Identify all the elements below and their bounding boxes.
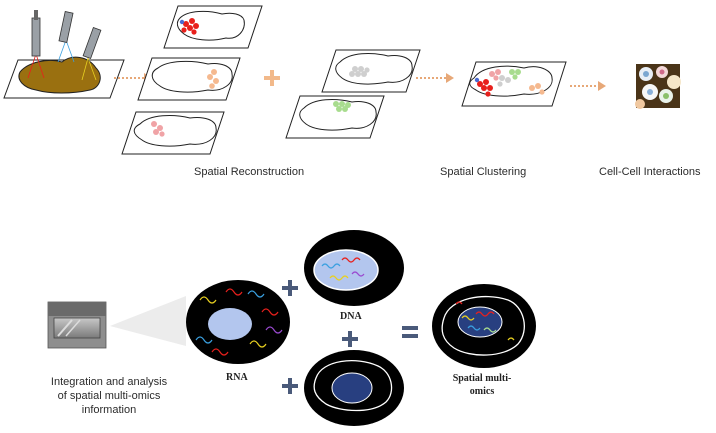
plus-sign-top xyxy=(264,70,280,86)
cell-interaction-image xyxy=(635,64,681,109)
label-spatial-clustering: Spatial Clustering xyxy=(440,166,527,178)
equals-sign xyxy=(402,326,418,338)
tissue-slide xyxy=(3,10,125,99)
projection-cone xyxy=(110,296,186,346)
spatial-multiomics-cell xyxy=(432,284,536,368)
arrow-to-clustering xyxy=(416,73,454,83)
arrow-to-interactions xyxy=(570,81,606,91)
reconstruction-panel-red xyxy=(163,5,263,49)
clustering-panel xyxy=(461,61,567,107)
plus-sign-2 xyxy=(342,331,358,347)
plus-sign-3 xyxy=(282,378,298,394)
label-rna: RNA xyxy=(226,372,248,383)
sequencer-machine-icon xyxy=(47,301,107,349)
label-integration-line1: Integration and analysis xyxy=(50,376,168,388)
label-cell-cell-interactions: Cell-Cell Interactions xyxy=(599,166,701,178)
label-dna: DNA xyxy=(340,311,362,322)
dna-cell xyxy=(304,230,404,306)
reconstruction-panel-green xyxy=(285,95,385,139)
label-spatial-reconstruction: Spatial Reconstruction xyxy=(194,166,305,178)
label-result-line2: omics xyxy=(469,386,495,397)
rna-cell xyxy=(186,280,290,364)
reconstruction-panel-grey xyxy=(321,49,421,93)
protein-cell xyxy=(304,350,404,426)
plus-sign-1 xyxy=(282,280,298,296)
label-integration-line2: of spatial multi-omics xyxy=(57,390,161,402)
reconstruction-panel-peach xyxy=(137,57,241,101)
label-result-line1: Spatial multi- xyxy=(452,373,512,384)
label-integration-line3: information xyxy=(81,404,137,416)
reconstruction-panel-pink xyxy=(121,111,225,155)
